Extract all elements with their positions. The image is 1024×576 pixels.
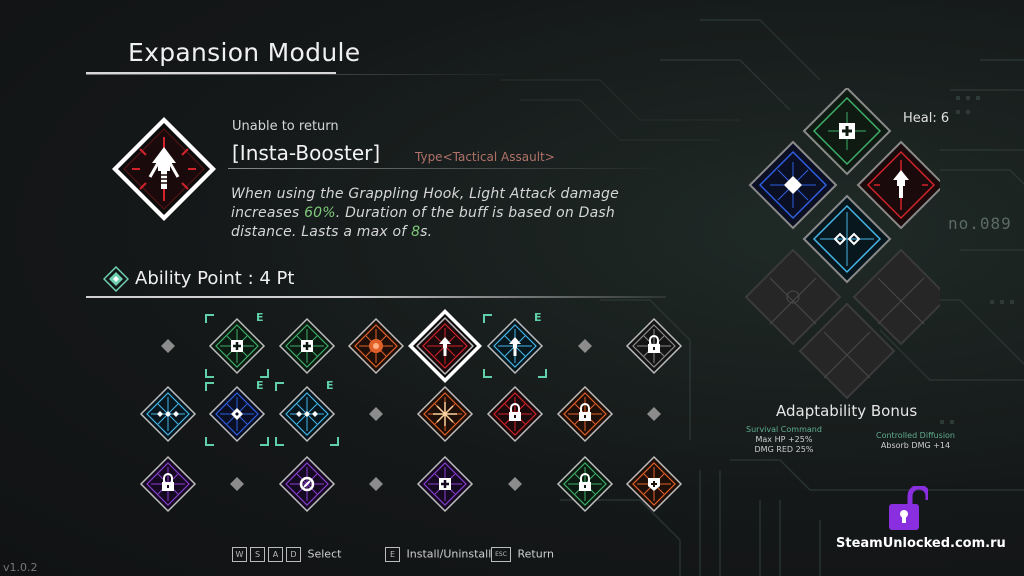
core-empty-slot	[798, 302, 896, 400]
adaptability-bonus-title: Adaptability Bonus	[776, 402, 918, 420]
lock-icon	[648, 335, 660, 353]
module-slot[interactable]	[208, 385, 266, 443]
hint-install: E Install/Uninstall	[385, 547, 491, 562]
empty-slot-marker	[369, 407, 383, 421]
locked-module-slot[interactable]	[556, 385, 614, 443]
hint-select-label: Select	[307, 547, 342, 561]
equipped-marker: E	[534, 311, 542, 324]
module-type: Type<Tactical Assault>	[415, 150, 555, 164]
core-serial: no.089	[948, 214, 1012, 233]
hint-install-label: Install/Uninstall	[406, 547, 492, 561]
empty-slot-marker	[647, 407, 661, 421]
bonus-line: DMG RED 25%	[754, 445, 814, 454]
bonus-name: Survival Command	[746, 425, 822, 434]
module-slot[interactable]	[625, 455, 683, 513]
ability-point-icon	[103, 266, 129, 292]
booster-icon	[148, 147, 180, 189]
page-title: Expansion Module	[128, 38, 361, 67]
flower-icon	[369, 339, 383, 353]
dots-icon	[296, 411, 318, 417]
lock-icon	[579, 473, 591, 491]
key-a: A	[268, 547, 283, 562]
unlock-icon	[889, 486, 928, 530]
empty-slot-marker	[578, 339, 592, 353]
module-slot[interactable]	[278, 317, 336, 375]
core-heal-value: Heal: 6	[903, 111, 950, 126]
empty-slot-marker	[508, 477, 522, 491]
ability-point-underline	[86, 296, 666, 298]
core-module-heal	[802, 88, 892, 176]
title-underline	[86, 72, 336, 74]
empty-slot-marker	[369, 477, 383, 491]
core-module-blue	[748, 140, 838, 230]
desc-text-3: s.	[420, 224, 433, 240]
ability-point-label: Ability Point : 4 Pt	[135, 268, 295, 289]
booster-icon	[439, 337, 451, 356]
bonus-line: Absorb DMG +14	[880, 441, 951, 450]
module-description: When using the Grappling Hook, Light Att…	[231, 185, 631, 242]
key-e: E	[385, 547, 400, 562]
hint-return: ESC Return	[491, 547, 554, 562]
selected-module-preview	[112, 117, 216, 221]
module-slot[interactable]	[139, 385, 197, 443]
bonus-controlled-diffusion: Controlled Diffusion Absorb DMG +14	[876, 431, 955, 451]
module-slot[interactable]	[208, 317, 266, 375]
bonus-line: Max HP +25%	[755, 435, 813, 444]
desc-text-2: . Duration of the buff is based on Dash …	[231, 205, 615, 240]
module-slot-selected[interactable]	[407, 308, 483, 384]
locked-module-slot[interactable]	[486, 385, 544, 443]
locked-module-slot[interactable]	[556, 455, 614, 513]
module-status: Unable to return	[232, 119, 339, 134]
lock-icon	[162, 473, 174, 491]
dots-icon	[157, 411, 179, 417]
lock-icon	[579, 403, 591, 421]
module-slot[interactable]	[347, 317, 405, 375]
equipped-marker: E	[256, 379, 264, 392]
module-slot[interactable]	[278, 385, 336, 443]
empty-slot-marker	[161, 339, 175, 353]
core-board	[744, 88, 940, 400]
title-underline-fade	[86, 74, 526, 75]
core-empty-slot	[744, 248, 842, 346]
desc-value-duration: 8	[411, 224, 421, 240]
key-esc: ESC	[491, 547, 511, 562]
star-icon	[433, 402, 457, 426]
empty-slot-marker	[230, 477, 244, 491]
core-module-cyan	[802, 194, 892, 284]
key-w: W	[232, 547, 247, 562]
watermark-text: SteamUnlocked.com.ru	[836, 536, 1006, 551]
equipped-marker: E	[256, 311, 264, 324]
equipped-marker: E	[326, 379, 334, 392]
swirl-icon	[299, 476, 315, 492]
lock-icon	[509, 403, 521, 421]
hint-return-label: Return	[517, 547, 555, 561]
plus-icon	[439, 478, 451, 490]
shield-icon	[648, 478, 660, 491]
module-slot[interactable]	[278, 455, 336, 513]
locked-module-slot[interactable]	[625, 317, 683, 375]
desc-value-damage: 60%	[304, 205, 336, 221]
module-name: [Insta-Booster]	[232, 141, 381, 165]
module-slot[interactable]	[416, 455, 474, 513]
desc-text-1: When using the Grappling Hook, Light Att…	[231, 186, 619, 221]
version-label: v1.0.2	[3, 561, 38, 574]
bonus-name: Controlled Diffusion	[876, 431, 956, 440]
bonus-survival-command: Survival Command Max HP +25% DMG RED 25%	[746, 425, 822, 455]
core-module-red	[856, 140, 940, 230]
locked-module-slot[interactable]	[139, 455, 197, 513]
module-slot[interactable]	[486, 317, 544, 375]
key-s: S	[250, 547, 265, 562]
module-slot[interactable]	[416, 385, 474, 443]
plus-icon	[231, 340, 243, 352]
plus-icon	[301, 340, 313, 352]
module-name-underline	[228, 168, 668, 169]
key-d: D	[286, 547, 301, 562]
